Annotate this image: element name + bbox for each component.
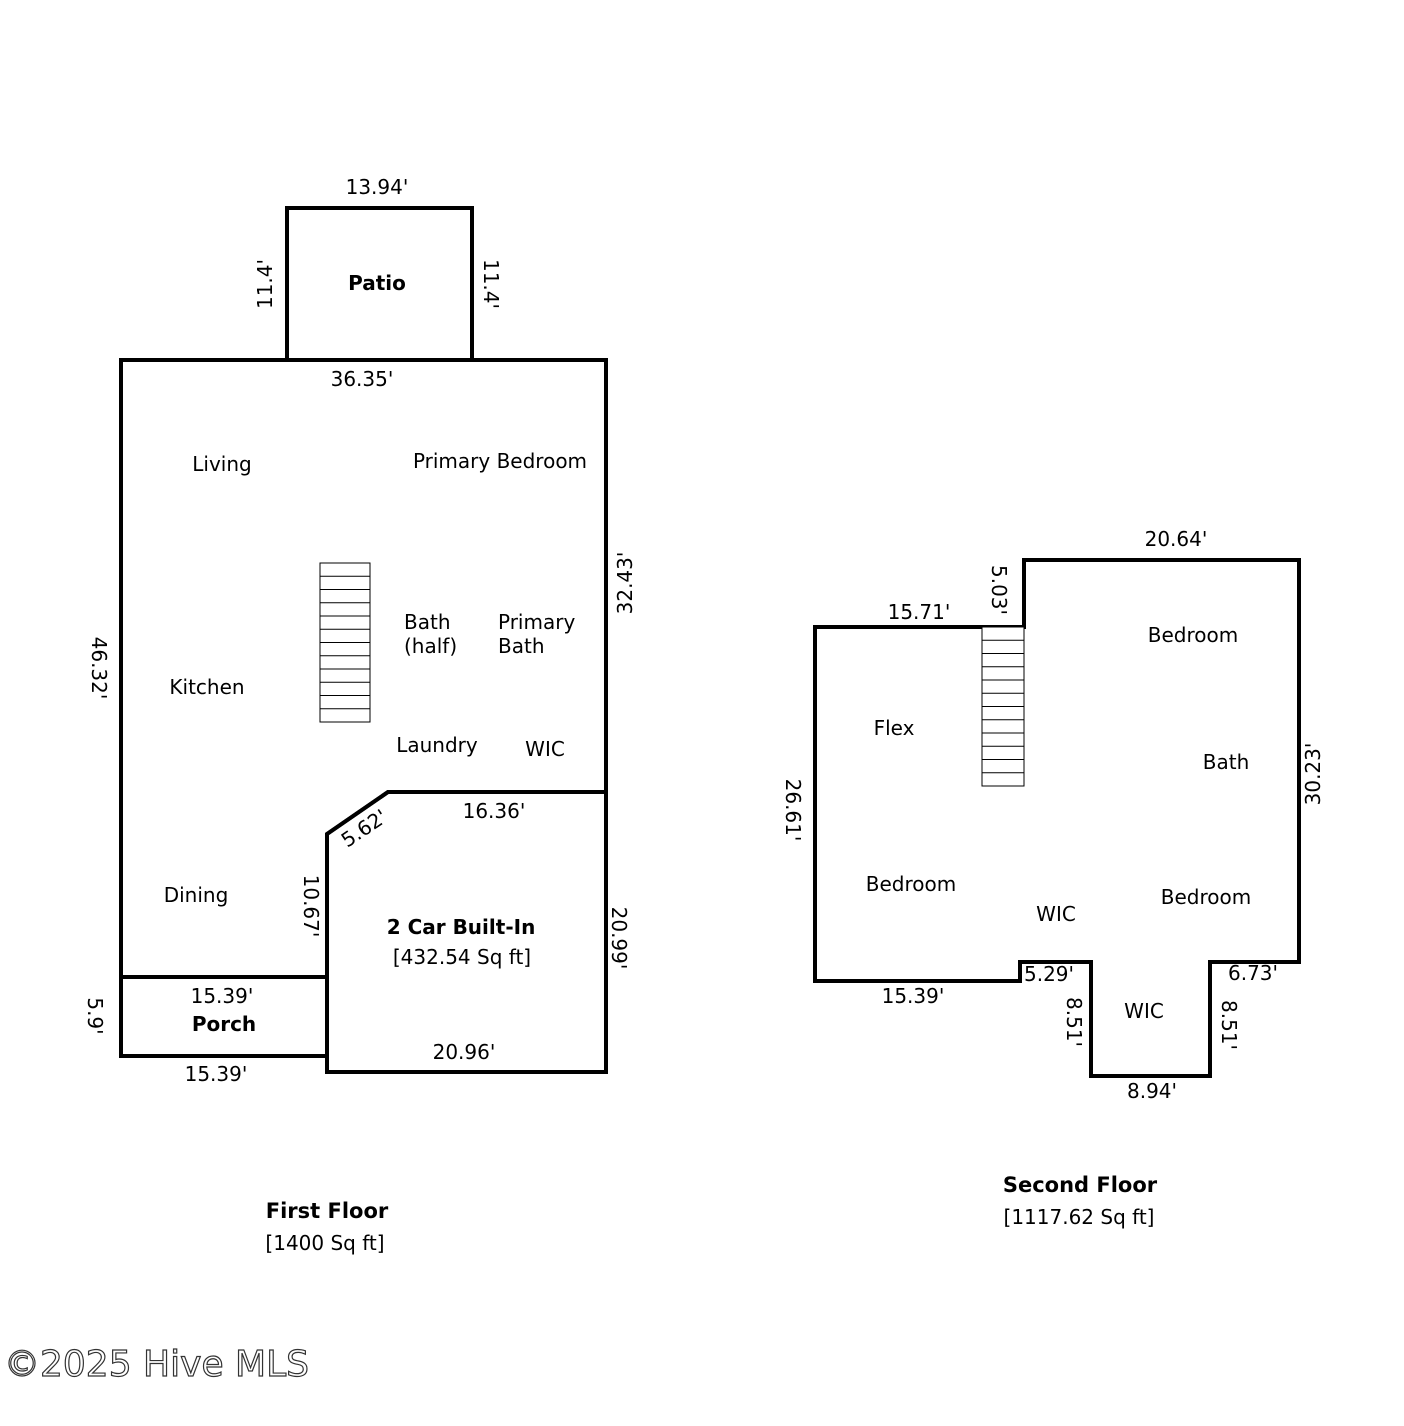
dim-main-top: 36.35': [331, 367, 394, 391]
dim-patio-top: 13.94': [346, 175, 409, 199]
first-floor-title: First Floor: [266, 1199, 389, 1223]
dim-main-left: 46.32': [87, 637, 111, 700]
garage-outline: [325, 790, 608, 1074]
room-porch: Porch: [192, 1012, 256, 1036]
dim-sf-notch-bottom: 8.94': [1127, 1079, 1177, 1103]
room-kitchen: Kitchen: [169, 675, 244, 699]
dim-sf-step: 5.03': [987, 565, 1011, 615]
dim-sf-top-left: 15.71': [888, 600, 951, 624]
dim-patio-right: 11.4': [479, 259, 503, 309]
dim-sf-left: 26.61': [781, 779, 805, 842]
room-wic: WIC: [525, 737, 565, 761]
dim-main-right: 32.43': [613, 552, 637, 615]
dim-sf-bottom-left: 15.39': [882, 984, 945, 1008]
dim-sf-right: 30.23': [1301, 743, 1325, 806]
watermark: ©2025 Hive MLS: [4, 1344, 309, 1385]
dim-garage-left: 10.67': [299, 875, 323, 938]
room-sf-wic-center: WIC: [1036, 902, 1076, 926]
room-sf-flex: Flex: [874, 716, 915, 740]
room-primary-bath-line1: Primary: [498, 610, 575, 634]
dim-patio-left: 11.4': [253, 259, 277, 309]
second-floor-area: [1117.62 Sq ft]: [1004, 1205, 1155, 1229]
room-sf-wic-bottom: WIC: [1124, 999, 1164, 1023]
dim-garage-bottom: 20.96': [433, 1040, 496, 1064]
room-patio: Patio: [348, 271, 406, 295]
first-floor-stairs: [319, 562, 371, 723]
first-floor-walls: [119, 206, 608, 1074]
second-floor-outline: [813, 558, 1301, 1078]
dim-porch-bottom: 15.39': [185, 1062, 248, 1086]
dim-porch-top: 15.39': [191, 984, 254, 1008]
room-garage: 2 Car Built-In: [387, 915, 536, 939]
second-floor-title: Second Floor: [1003, 1173, 1158, 1197]
room-bath-half-line2: (half): [404, 634, 457, 658]
dim-sf-notch-left-top: 5.29': [1024, 962, 1074, 986]
second-floor-rooms: Bedroom Flex Bath Bedroom WIC Bedroom WI…: [866, 623, 1251, 1023]
dim-garage-top: 16.36': [463, 799, 526, 823]
porch-outline: [119, 975, 329, 1058]
room-sf-bath: Bath: [1203, 750, 1250, 774]
dim-garage-right: 20.99': [607, 907, 631, 970]
room-bath-half-line1: Bath: [404, 610, 451, 634]
dim-sf-notch-left-side: 8.51': [1062, 997, 1086, 1047]
dim-porch-left: 5.9': [83, 997, 107, 1034]
first-floor-rooms: Patio Living Primary Bedroom Bath (half)…: [164, 271, 587, 1036]
room-sf-bedroom-ne: Bedroom: [1148, 623, 1238, 647]
room-sf-bedroom-se: Bedroom: [1161, 885, 1251, 909]
second-floor-stairs: [981, 626, 1025, 787]
room-sf-bedroom-sw: Bedroom: [866, 872, 956, 896]
dim-sf-notch-right-side: 8.51': [1217, 1000, 1241, 1050]
second-floor-dimensions: 20.64' 5.03' 15.71' 26.61' 30.23' 15.39'…: [781, 527, 1325, 1103]
room-primary-bedroom: Primary Bedroom: [413, 449, 587, 473]
room-dining: Dining: [164, 883, 229, 907]
dim-sf-top-right: 20.64': [1145, 527, 1208, 551]
room-garage-area: [432.54 Sq ft]: [393, 945, 531, 969]
room-laundry: Laundry: [396, 733, 478, 757]
room-living: Living: [192, 452, 251, 476]
dim-garage-diagonal: 5.62': [337, 804, 392, 852]
dim-sf-notch-right-top: 6.73': [1228, 961, 1278, 985]
room-primary-bath-line2: Bath: [498, 634, 545, 658]
first-floor-area: [1400 Sq ft]: [265, 1231, 384, 1255]
